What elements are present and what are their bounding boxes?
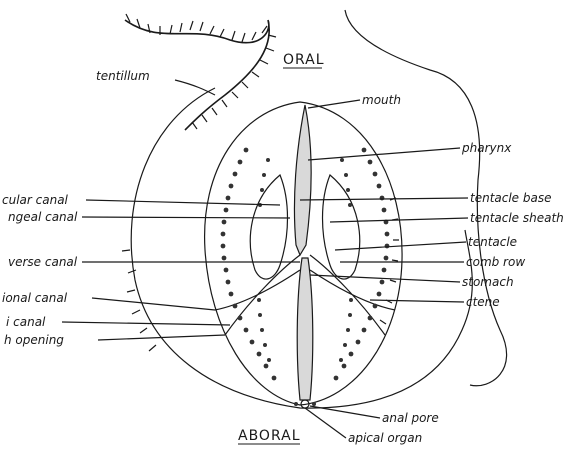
label-circular-canal: cular canal (2, 193, 69, 207)
label-tentacle: tentacle (468, 235, 517, 249)
label-pharyngeal-canal: ngeal canal (8, 210, 78, 224)
label-transverse-canal: verse canal (8, 255, 78, 269)
pharynx-body (294, 105, 311, 255)
label-comb-row: comb row (466, 255, 525, 269)
outer-edge-hairs (122, 250, 156, 351)
label-anal-canal: i canal (6, 315, 46, 329)
leader-lines-left (62, 80, 300, 340)
comb-row-left-inner (257, 158, 271, 362)
label-meridional-canal: ional canal (2, 291, 68, 305)
label-tentacle-sheath: tentacle sheath (470, 211, 564, 225)
label-pharynx: pharynx (461, 141, 512, 155)
label-stomach: stomach (462, 275, 514, 289)
oral-heading: ORAL (283, 52, 325, 68)
label-ctene: ctene (466, 295, 500, 309)
tentacle-sheath-left (250, 175, 287, 279)
aboral-heading: ABORAL (238, 428, 301, 444)
label-apical-organ: apical organ (348, 431, 422, 445)
label-tentacle-base: tentacle base (470, 191, 552, 205)
label-anal-pore: anal pore (382, 411, 439, 425)
label-tentillum: tentillum (96, 69, 150, 83)
comb-row-left-outer (221, 148, 277, 381)
label-mouth: mouth (362, 93, 401, 107)
label-tentacle-opening: h opening (4, 333, 64, 347)
comb-row-right-inner (339, 158, 353, 362)
tentacle-sheath-right (323, 175, 360, 279)
aboral-canal (297, 258, 313, 400)
